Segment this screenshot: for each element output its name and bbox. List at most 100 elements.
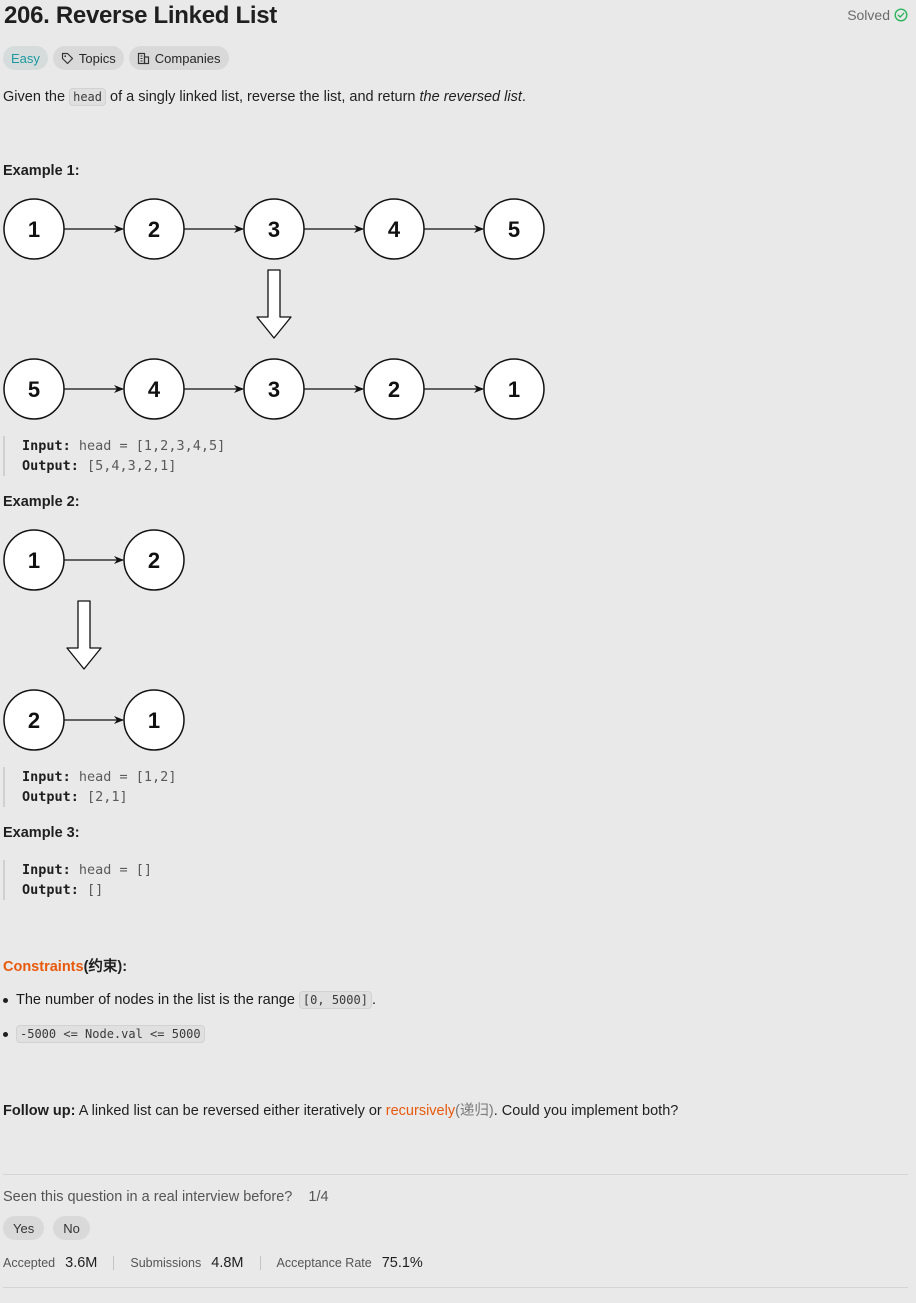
constraint-item-1: The number of nodes in the list is the r… — [3, 991, 376, 1009]
list-node — [123, 358, 185, 420]
constraint-item-2: -5000 <= Node.val <= 5000 — [3, 1025, 205, 1043]
description-text: Given the — [3, 89, 70, 105]
input-value: head = [1,2] — [70, 769, 177, 785]
bullet-icon — [3, 997, 8, 1003]
no-button[interactable]: No — [53, 1216, 90, 1240]
description-text: of a singly linked list, reverse the lis… — [106, 89, 420, 105]
list-node — [123, 689, 185, 751]
interview-question: Seen this question in a real interview b… — [3, 1189, 329, 1205]
problem-title: 206. Reverse Linked List — [4, 2, 277, 29]
list-node — [483, 358, 545, 420]
example-2-heading: Example 2: — [3, 494, 80, 510]
building-icon — [137, 52, 150, 65]
output-value: [2,1] — [78, 789, 128, 805]
acceptance-rate-value: 75.1% — [381, 1255, 423, 1271]
down-arrow-icon — [256, 269, 292, 339]
input-value: head = [1,2,3,4,5] — [70, 438, 226, 454]
tag-icon — [61, 52, 74, 65]
list-node — [363, 198, 425, 260]
list-node-value: 5 — [28, 377, 40, 402]
companies-label: Companies — [154, 50, 221, 66]
bullet-icon — [3, 1031, 8, 1037]
value-range-code: -5000 <= Node.val <= 5000 — [16, 1025, 205, 1043]
list-node — [243, 358, 305, 420]
solved-status: Solved — [847, 7, 908, 23]
interview-count: 1/4 — [308, 1189, 329, 1205]
stats-bar: Accepted 3.6M Submissions 4.8M Acceptanc… — [3, 1255, 423, 1271]
list-node — [3, 529, 65, 591]
example-3-io: Input: head = [] Output: [] — [3, 860, 152, 900]
follow-up-text: A linked list can be reversed either ite… — [75, 1103, 386, 1119]
constraint-suffix: . — [371, 992, 376, 1008]
input-label: Input: — [22, 438, 71, 454]
list-node — [3, 689, 65, 751]
output-label: Output: — [22, 789, 79, 805]
example-3-heading: Example 3: — [3, 825, 80, 841]
constraints-label: Constraints — [3, 959, 84, 975]
divider — [3, 1174, 908, 1175]
follow-up-label: Follow up: — [3, 1103, 76, 1119]
acceptance-rate-label: Acceptance Rate — [276, 1256, 372, 1270]
constraints-cn: (约束): — [83, 959, 128, 975]
down-arrow-icon — [66, 600, 102, 670]
list-node — [123, 529, 185, 591]
list-node — [3, 198, 65, 260]
list-node-value: 1 — [508, 377, 520, 402]
constraints-heading: Constraints(约束): — [3, 955, 127, 976]
solved-label: Solved — [847, 7, 890, 23]
output-label: Output: — [22, 458, 79, 474]
input-label: Input: — [22, 862, 71, 878]
list-node — [3, 358, 65, 420]
accepted-value: 3.6M — [65, 1255, 98, 1271]
output-value: [] — [78, 882, 104, 898]
submissions-label: Submissions — [130, 1256, 202, 1270]
output-value: [5,4,3,2,1] — [78, 458, 177, 474]
list-node-value: 1 — [28, 217, 40, 242]
list-node-value: 3 — [268, 217, 280, 242]
list-node-value: 1 — [28, 548, 40, 573]
example-1-heading: Example 1: — [3, 163, 80, 179]
list-node-value: 2 — [388, 377, 400, 402]
interview-buttons: Yes No — [3, 1216, 90, 1240]
range-code: [0, 5000] — [298, 991, 372, 1009]
stats-separator — [259, 1256, 261, 1270]
example-1-io: Input: head = [1,2,3,4,5] Output: [5,4,3… — [3, 436, 225, 476]
submissions-value: 4.8M — [211, 1255, 244, 1271]
list-node — [483, 198, 545, 260]
yes-button[interactable]: Yes — [3, 1216, 45, 1240]
input-label: Input: — [22, 769, 71, 785]
tag-row: Easy Topics Companies — [3, 46, 229, 70]
output-label: Output: — [22, 882, 79, 898]
stats-separator — [113, 1256, 115, 1270]
list-node — [363, 358, 425, 420]
difficulty-badge[interactable]: Easy — [3, 46, 48, 70]
topics-label: Topics — [78, 50, 116, 66]
accepted-label: Accepted — [3, 1256, 56, 1270]
interview-question-text: Seen this question in a real interview b… — [3, 1189, 293, 1205]
list-node-value: 1 — [148, 708, 160, 733]
list-node — [123, 198, 185, 260]
description-text: . — [521, 89, 526, 105]
recursively-link[interactable]: recursively — [385, 1103, 456, 1119]
check-circle-icon — [894, 8, 908, 22]
companies-button[interactable]: Companies — [128, 46, 229, 70]
list-node-value: 2 — [28, 708, 40, 733]
list-node-value: 2 — [148, 548, 160, 573]
topics-button[interactable]: Topics — [52, 46, 124, 70]
divider — [3, 1287, 908, 1288]
list-node — [243, 198, 305, 260]
description-emphasis: the reversed list — [419, 89, 522, 105]
problem-description: Given the head of a singly linked list, … — [3, 88, 526, 106]
example-2-io: Input: head = [1,2] Output: [2,1] — [3, 767, 176, 807]
head-code: head — [69, 88, 106, 106]
list-node-value: 4 — [388, 217, 401, 242]
follow-up-text: . Could you implement both? — [493, 1103, 679, 1119]
follow-up: Follow up: A linked list can be reversed… — [3, 1099, 678, 1120]
list-node-value: 3 — [268, 377, 280, 402]
list-node-value: 2 — [148, 217, 160, 242]
